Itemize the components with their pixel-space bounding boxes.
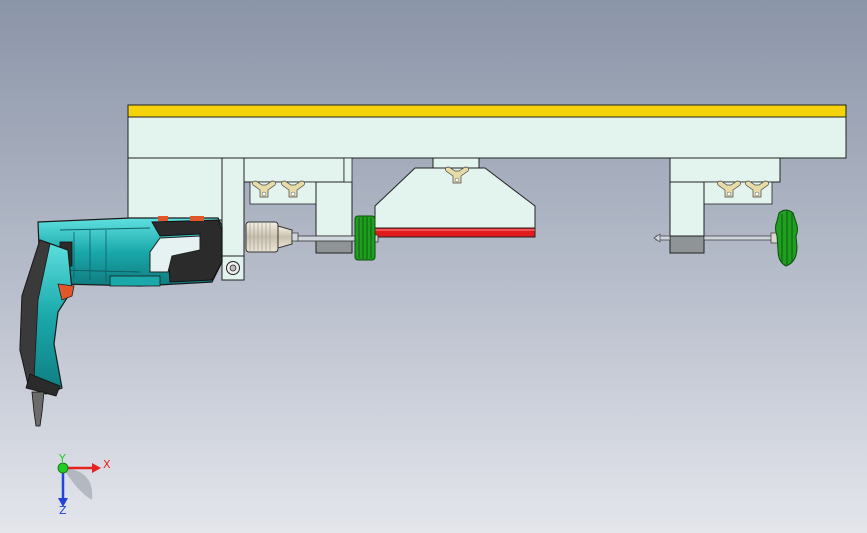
hand-knob-icon[interactable] xyxy=(775,209,798,267)
saw-blade xyxy=(374,227,536,238)
power-drill-icon xyxy=(19,216,223,427)
axis-x-label: X xyxy=(103,458,111,471)
beam-top-strip xyxy=(127,104,847,118)
drill-chuck-icon xyxy=(245,221,299,253)
right-column xyxy=(669,181,705,237)
left-column xyxy=(315,181,353,237)
center-neck xyxy=(432,157,480,169)
right-support xyxy=(669,157,781,254)
center-housing xyxy=(374,157,536,238)
main-beam xyxy=(127,104,847,159)
mounting-bolt xyxy=(221,255,245,281)
right-threaded-rod xyxy=(653,232,780,244)
left-column-lip xyxy=(343,157,353,183)
right-clamp-block xyxy=(669,157,781,183)
left-clamp-block xyxy=(243,157,345,183)
left-support xyxy=(127,157,353,281)
right-column-base xyxy=(669,235,705,254)
hand-knob-icon[interactable] xyxy=(354,215,376,261)
axis-z-label: Z xyxy=(59,504,67,517)
beam-body xyxy=(127,116,847,159)
left-end-plate xyxy=(127,157,223,221)
axis-triad-icon: X Y Z xyxy=(57,452,111,517)
axis-y-label: Y xyxy=(58,452,66,465)
